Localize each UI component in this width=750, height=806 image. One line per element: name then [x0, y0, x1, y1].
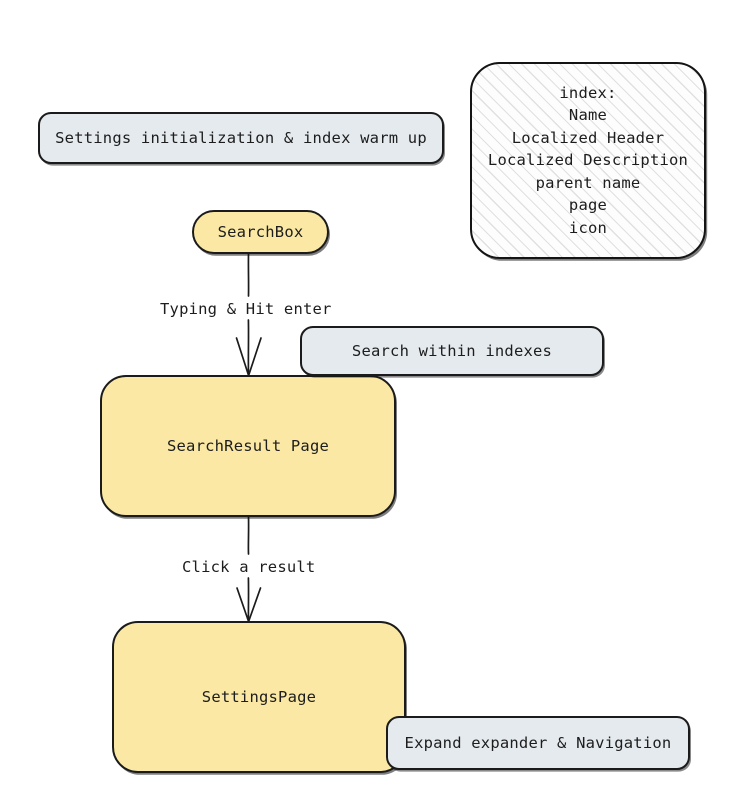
edge-typing-arrowhead-right: [247, 337, 262, 377]
edge-label-typing-hit-enter: Typing & Hit enter: [156, 300, 336, 318]
node-search-within-indexes[interactable]: Search within indexes: [300, 326, 604, 376]
node-searchbox[interactable]: SearchBox: [192, 210, 329, 254]
edge-typing-arrowhead-left: [235, 337, 250, 377]
edge-click-arrowhead-left: [236, 587, 250, 623]
node-settings-initialization[interactable]: Settings initialization & index warm up: [38, 112, 444, 164]
node-index-note[interactable]: index: Name Localized Header Localized D…: [470, 62, 706, 259]
node-expand-expander-navigation[interactable]: Expand expander & Navigation: [386, 716, 690, 770]
node-searchresult-page[interactable]: SearchResult Page: [100, 375, 396, 517]
edge-label-click-a-result: Click a result: [178, 558, 320, 576]
edge-click-arrowhead-right: [247, 587, 262, 623]
node-settings-page[interactable]: SettingsPage: [112, 621, 406, 773]
